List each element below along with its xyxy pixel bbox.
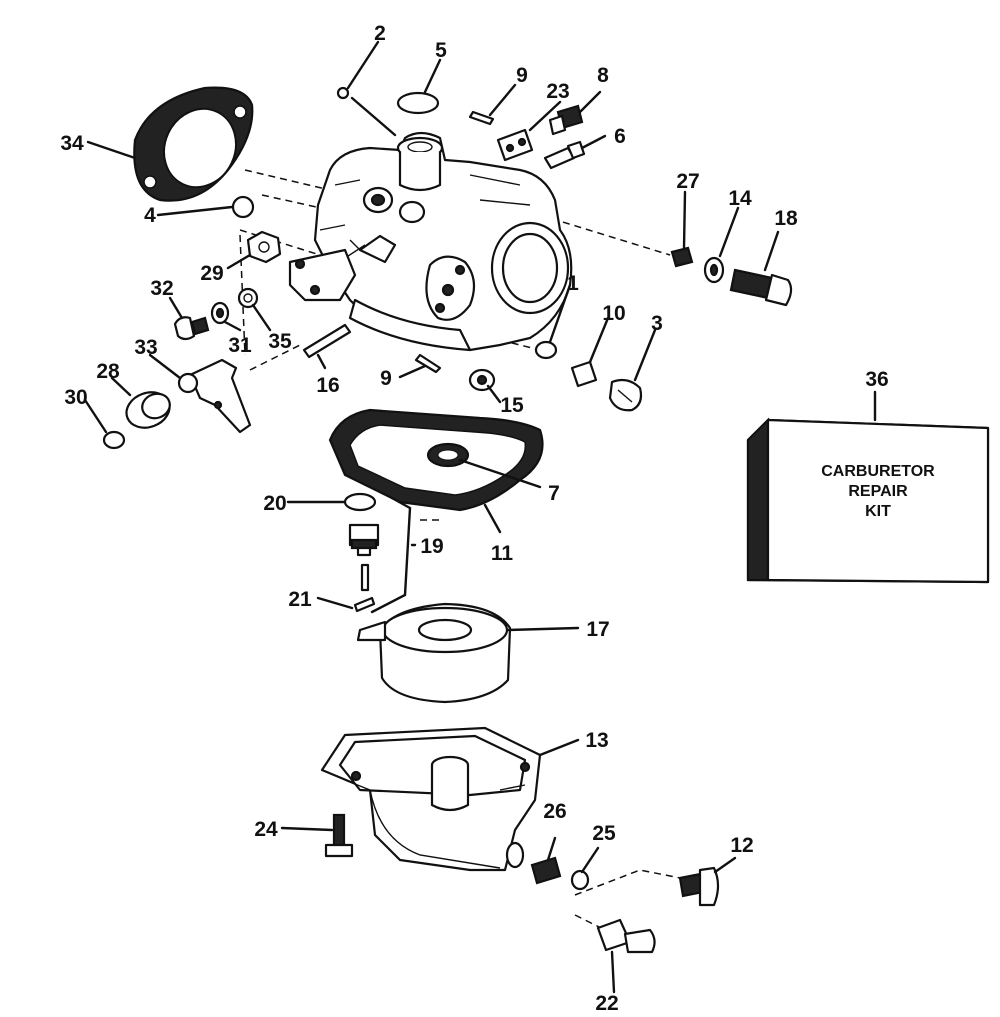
screw-8 [548, 104, 584, 136]
callout-14: 14 [728, 187, 752, 210]
callout-13: 13 [585, 729, 608, 752]
callout-17: 17 [586, 618, 609, 641]
washer-20 [343, 492, 377, 512]
callout-labels: 2 5 9 8 23 6 34 4 27 14 18 29 32 1 10 3 … [60, 22, 888, 1015]
callout-10: 10 [602, 302, 625, 325]
callout-18: 18 [774, 207, 798, 230]
callout-19: 19 [420, 535, 443, 558]
pin-16 [302, 323, 352, 359]
callout-1: 1 [567, 272, 579, 295]
carburetor-body [313, 131, 573, 352]
callout-23: 23 [546, 80, 569, 103]
callout-9-top: 9 [516, 64, 528, 87]
star-washer-35 [237, 287, 259, 309]
callout-4: 4 [144, 204, 156, 227]
plug-5 [396, 91, 440, 115]
callout-26: 26 [543, 800, 566, 823]
throttle-plate [288, 248, 357, 302]
gasket-34 [133, 86, 254, 202]
ring-30 [102, 430, 126, 450]
callout-3: 3 [651, 312, 663, 335]
callout-6: 6 [614, 125, 626, 148]
callout-7: 7 [548, 482, 560, 505]
callout-21: 21 [288, 588, 312, 611]
needle-21 [360, 563, 370, 592]
clip-21 [353, 596, 376, 613]
callout-35: 35 [268, 330, 292, 353]
kit-label-line2: REPAIR [848, 483, 908, 500]
kit-label-line1: CARBURETOR [821, 463, 935, 480]
callout-28: 28 [96, 360, 120, 383]
washer-15 [468, 368, 496, 392]
callout-12: 12 [730, 834, 753, 857]
washer-31 [210, 301, 230, 325]
callout-33: 33 [134, 336, 157, 359]
plug-4 [231, 195, 255, 219]
float-bowl-13 [320, 726, 542, 872]
throttle-lever-33 [177, 358, 252, 434]
nut-29 [246, 230, 282, 264]
callout-29: 29 [200, 262, 223, 285]
screw-27 [670, 246, 694, 268]
callout-34: 34 [60, 132, 84, 155]
callout-9-lower: 9 [380, 367, 392, 390]
gasket-11 [328, 408, 544, 512]
callout-25: 25 [592, 822, 616, 845]
leader-lines [83, 40, 877, 994]
seat-19 [348, 523, 380, 557]
pin-9-lower [414, 353, 442, 374]
bracket-23 [496, 128, 534, 162]
fitting-22 [596, 918, 656, 954]
pin-9-top [468, 110, 495, 126]
ball-2 [336, 86, 350, 100]
callout-20: 20 [263, 492, 286, 515]
screw-10 [570, 360, 598, 388]
callout-15: 15 [500, 394, 524, 417]
washer-25 [570, 869, 590, 891]
callout-11: 11 [491, 542, 514, 565]
callout-30: 30 [64, 386, 87, 409]
float-17 [356, 602, 512, 704]
callout-36: 36 [865, 368, 888, 391]
repair-kit-box-36 [746, 417, 990, 584]
jet-26 [530, 856, 562, 885]
screw-32 [173, 316, 210, 341]
kit-label-line3: KIT [865, 503, 891, 520]
callout-5: 5 [435, 39, 447, 62]
screw-24 [324, 813, 354, 858]
callout-22: 22 [595, 992, 618, 1015]
callout-8: 8 [597, 64, 609, 87]
callout-2: 2 [374, 22, 386, 45]
callout-16: 16 [316, 374, 339, 397]
roller-28 [125, 391, 171, 429]
callout-31: 31 [228, 334, 252, 357]
screw-3 [608, 378, 643, 412]
needle-6 [543, 140, 586, 170]
callout-27: 27 [676, 170, 699, 193]
callout-32: 32 [150, 277, 173, 300]
screw-18 [729, 268, 793, 307]
callout-24: 24 [254, 818, 278, 841]
screw-12 [678, 866, 720, 907]
o-ring-1 [534, 340, 558, 360]
